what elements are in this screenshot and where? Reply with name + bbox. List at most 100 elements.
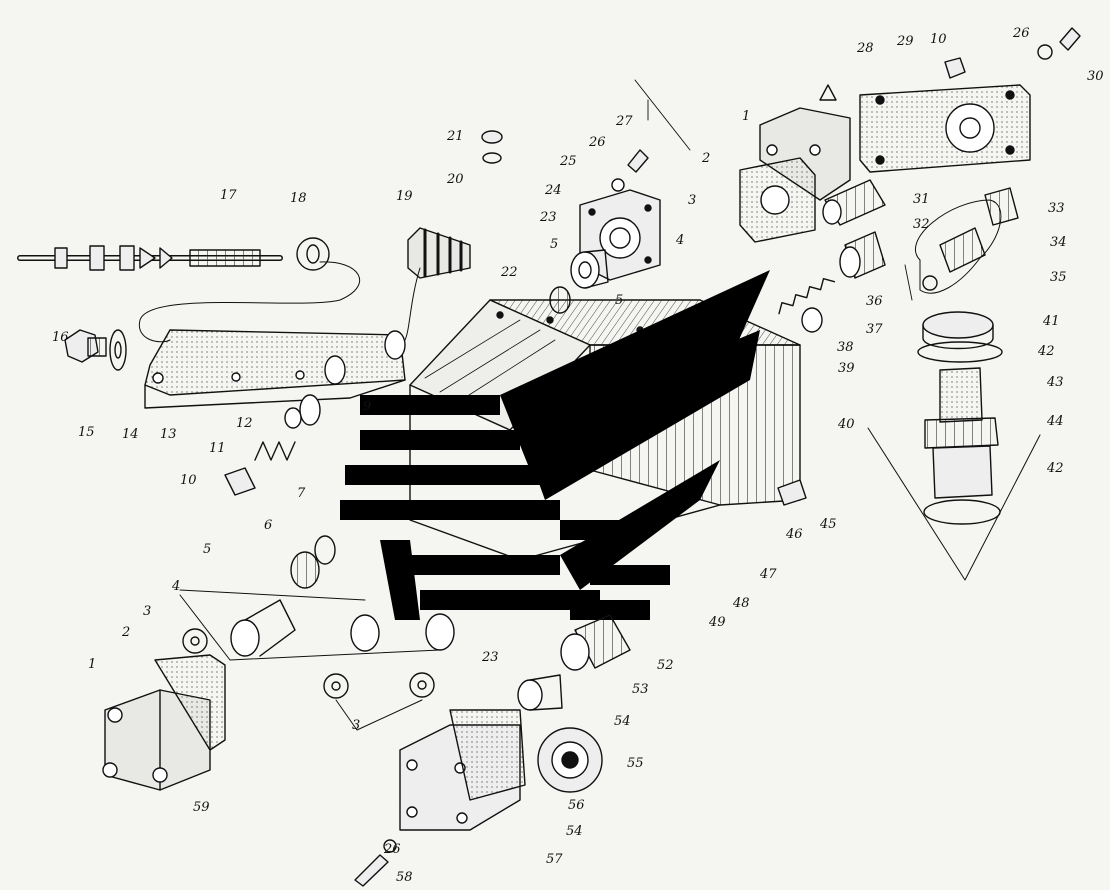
callout-label: 26 — [588, 135, 606, 150]
ring-18 — [296, 237, 330, 271]
plunger-4-lower — [230, 599, 455, 657]
washer-26-top — [611, 178, 625, 192]
callout-label: 10 — [930, 32, 947, 47]
callout-label: 11 — [209, 441, 226, 456]
callout-label: 32 — [913, 217, 930, 232]
cap-55 — [537, 727, 603, 793]
sleeve-52 — [560, 614, 631, 671]
plate-2-bottom — [154, 654, 226, 751]
callout-label: 57 — [546, 852, 563, 867]
callout-label: 23 — [481, 650, 499, 665]
callout-label: 9 — [363, 399, 371, 414]
boot-19 — [407, 227, 471, 279]
plate-54 — [449, 709, 526, 801]
callout-label: 4 — [675, 233, 684, 248]
sleeve-31 — [822, 179, 886, 226]
housing-13 — [144, 329, 406, 409]
callout-label: 42 — [1046, 461, 1064, 476]
washer-3-left — [182, 628, 208, 654]
plug-10-top — [944, 57, 966, 79]
sleeve-12 — [299, 394, 321, 426]
callout-label: 1 — [742, 109, 750, 124]
filter-41-44 — [917, 311, 1003, 525]
callout-label: 44 — [1046, 414, 1064, 429]
callout-label: 19 — [396, 189, 413, 204]
callout-label: 12 — [236, 416, 253, 431]
callout-label: 36 — [866, 294, 883, 309]
callout-label: 46 — [785, 527, 803, 542]
callout-label: 24 — [544, 183, 562, 198]
callout-label: 5 — [550, 237, 558, 252]
callout-label: 35 — [1050, 270, 1067, 285]
callout-label: 4 — [171, 579, 180, 594]
washer-3-low-a — [323, 673, 349, 699]
spring-5-top — [549, 286, 571, 314]
nut-16 — [64, 329, 107, 363]
valve-34 — [939, 227, 986, 273]
callout-label: 7 — [297, 486, 306, 501]
callout-label: 5 — [203, 542, 211, 557]
spring-36 — [778, 278, 836, 315]
bolt-30 — [1059, 27, 1081, 51]
callout-label: 41 — [1042, 314, 1060, 329]
callout-label: 33 — [1048, 201, 1065, 216]
callout-label: 20 — [446, 172, 464, 187]
cover-1-top — [759, 84, 851, 201]
bolt-58 — [354, 854, 389, 887]
callout-label: 2 — [701, 151, 710, 166]
plunger-23-top — [570, 249, 609, 289]
callout-label: 29 — [896, 34, 914, 49]
nut-21 — [481, 130, 503, 144]
callout-label: 6 — [264, 518, 272, 533]
callout-label: 26 — [383, 842, 401, 857]
valve-53 — [517, 674, 563, 711]
callout-label: 56 — [568, 798, 585, 813]
callout-label: 31 — [913, 192, 930, 207]
callout-label: 21 — [446, 129, 464, 144]
screw-27 — [627, 149, 649, 173]
washer-3-low-b — [409, 672, 435, 698]
callout-label: 30 — [1087, 69, 1104, 84]
plug-45 — [777, 479, 807, 506]
plug-33 — [984, 187, 1019, 226]
callout-label: 13 — [160, 427, 177, 442]
sleeve-32 — [839, 231, 886, 279]
chevron-logo — [340, 270, 770, 620]
plate-28-29 — [859, 84, 1031, 173]
callout-label: 40 — [837, 417, 855, 432]
callout-label: 49 — [708, 615, 726, 630]
shaft-17 — [17, 245, 283, 271]
callout-label: 34 — [1050, 235, 1067, 250]
spring-11 — [254, 441, 296, 461]
callout-label: 43 — [1046, 375, 1064, 390]
callout-label: 38 — [837, 340, 854, 355]
cover-1-bottom — [102, 689, 211, 791]
cover-24 — [579, 189, 661, 281]
plug-10-left — [224, 467, 256, 496]
washer-15 — [109, 329, 127, 371]
spring-5-lower — [290, 535, 336, 589]
callout-label: 2 — [121, 625, 130, 640]
callout-label: 16 — [52, 330, 69, 345]
callout-label: 45 — [819, 517, 837, 532]
callout-label: 22 — [500, 265, 518, 280]
callout-label: 23 — [539, 210, 557, 225]
callout-label: 3 — [688, 193, 696, 208]
washer-26-bottom — [383, 839, 397, 853]
callout-label: 52 — [657, 658, 674, 673]
callout-label: 54 — [566, 824, 583, 839]
callout-label: 54 — [614, 714, 631, 729]
callout-label: 3 — [352, 718, 360, 733]
callout-label: 15 — [78, 425, 95, 440]
callout-label: 18 — [290, 191, 307, 206]
callout-label: 48 — [732, 596, 750, 611]
callout-label: 37 — [866, 322, 883, 337]
callout-label: 55 — [627, 756, 644, 771]
ring-35 — [922, 275, 938, 291]
callout-label: 53 — [632, 682, 649, 697]
washer-20 — [482, 152, 502, 164]
callout-label: 42 — [1037, 344, 1055, 359]
callout-label: 14 — [122, 427, 139, 442]
